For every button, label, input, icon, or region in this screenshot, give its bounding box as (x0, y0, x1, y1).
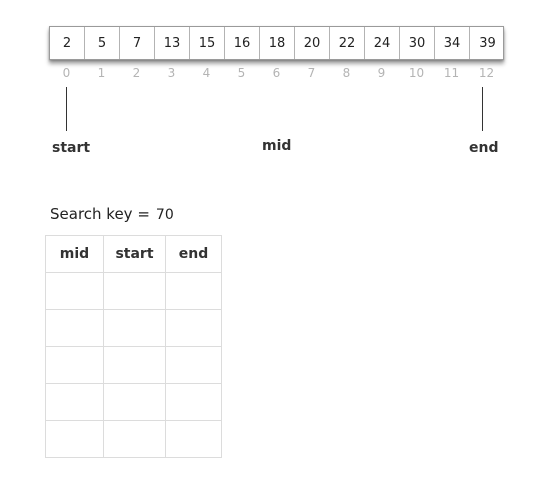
array-cell: 24 (365, 27, 400, 59)
array-index: 7 (307, 66, 316, 80)
array-cell: 18 (260, 27, 295, 59)
header-start: start (103, 235, 166, 273)
array-index: 5 (237, 66, 246, 80)
cell-end (165, 346, 222, 384)
array-cell: 2 (50, 27, 85, 59)
end-pointer-line (482, 87, 483, 131)
array-value: 5 (97, 35, 107, 51)
array-cell: 16 (225, 27, 260, 59)
array-value: 39 (479, 35, 496, 51)
cell-end (165, 420, 222, 458)
array-cell: 22 (330, 27, 365, 59)
cell-mid (45, 346, 104, 384)
array-index: 10 (408, 66, 425, 80)
table-row (45, 346, 222, 384)
array-value: 34 (443, 35, 461, 51)
cell-end (165, 272, 222, 310)
array-index: 1 (97, 66, 106, 80)
array-index: 2 (132, 66, 141, 80)
array-value: 16 (233, 35, 251, 51)
array-cell: 30 (400, 27, 435, 59)
array-cell: 15 (190, 27, 225, 59)
cell-mid (45, 420, 104, 458)
table-row (45, 309, 222, 347)
cell-mid (45, 383, 104, 421)
cell-mid (45, 309, 104, 347)
array-index: 9 (377, 66, 386, 80)
cell-end (165, 383, 222, 421)
array-cell: 34 (435, 27, 470, 59)
array-cell: 5 (85, 27, 120, 59)
array-index-row: 0 1 2 3 4 5 6 7 8 9 10 11 12 (49, 66, 504, 84)
end-pointer-label: end (469, 140, 499, 156)
array-index: 3 (167, 66, 176, 80)
header-mid: mid (45, 235, 104, 273)
array-index: 6 (272, 66, 281, 80)
array-cell: 7 (120, 27, 155, 59)
start-pointer-label: start (52, 140, 91, 156)
array-index: 12 (478, 66, 495, 80)
array-index: 0 (62, 66, 71, 80)
table-row (45, 420, 222, 458)
cell-start (103, 309, 166, 347)
array-value: 30 (408, 35, 426, 51)
array-value: 18 (268, 35, 286, 51)
sorted-array: 2 5 7 13 15 16 18 20 22 24 30 34 39 (49, 26, 504, 60)
search-key: Search key = 70 (50, 205, 174, 223)
mid-pointer-label: mid (262, 138, 292, 154)
array-cell: 20 (295, 27, 330, 59)
start-pointer-line (66, 87, 67, 131)
array-index: 11 (443, 66, 460, 80)
array-value: 13 (163, 35, 181, 51)
table-row (45, 383, 222, 421)
cell-start (103, 346, 166, 384)
array-index: 4 (202, 66, 211, 80)
array-cell: 39 (470, 27, 505, 59)
search-key-label: Search key = (50, 205, 150, 223)
array-value: 22 (338, 35, 356, 51)
cell-start (103, 272, 166, 310)
table-header-row: mid start end (45, 235, 222, 273)
cell-start (103, 383, 166, 421)
cell-start (103, 420, 166, 458)
table-row (45, 272, 222, 310)
array-value: 7 (132, 35, 142, 51)
array-value: 24 (373, 35, 391, 51)
array-value: 20 (303, 35, 321, 51)
cell-mid (45, 272, 104, 310)
cell-end (165, 309, 222, 347)
array-cell: 13 (155, 27, 190, 59)
array-value: 2 (62, 35, 72, 51)
trace-table: mid start end (45, 235, 222, 458)
array-value: 15 (198, 35, 216, 51)
header-end: end (165, 235, 222, 273)
array-index: 8 (342, 66, 351, 80)
search-key-value: 70 (155, 207, 174, 223)
